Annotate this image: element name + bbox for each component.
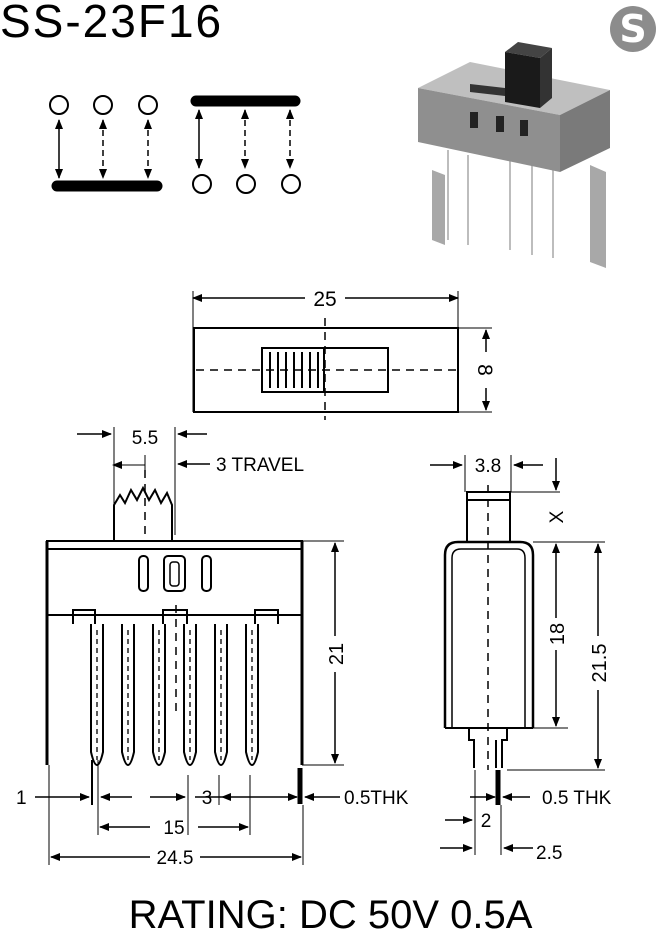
dim-pin-thickness-label: 0.5THK: [344, 788, 409, 809]
dim-pin-pitch-label: 3: [202, 788, 213, 809]
dim-length-label: 25: [313, 288, 336, 311]
dim-travel-label: 3 TRAVEL: [216, 455, 304, 476]
dim-front-height-label: 21: [326, 643, 348, 665]
dim-side-pin-thickness-label: 0.5 THK: [542, 788, 612, 809]
schematic-position-2: [190, 95, 301, 194]
dim-pin-span-label: 15: [163, 818, 184, 839]
rating-text: RATING: DC 50V 0.5A: [128, 893, 533, 937]
top-view-drawing: [192, 291, 492, 420]
schematic-position-1: [49, 95, 163, 192]
brand-logo-icon: S: [610, 6, 656, 52]
dim-side-actuator-width-label: 3.8: [475, 456, 501, 477]
dim-body-height-label: 18: [547, 623, 569, 645]
part-number-title: SS-23F16: [0, 0, 224, 47]
dim-overall-height-label: 21.5: [589, 644, 611, 683]
dim-actuator-height-label: X: [547, 510, 568, 523]
dim-width-label: 8: [473, 364, 496, 376]
dim-side-pin-spacing-label: 2: [481, 811, 492, 832]
side-view-drawing: [430, 455, 605, 855]
front-view-drawing: [35, 427, 344, 865]
dim-actuator-width-label: 5.5: [132, 428, 158, 449]
dim-pin-offset-label: 1: [16, 788, 27, 809]
dim-overall-width-label: 24.5: [157, 848, 194, 869]
dim-side-pin-offset-label: 2.5: [536, 843, 562, 864]
switch-3d-illustration: [418, 42, 610, 268]
